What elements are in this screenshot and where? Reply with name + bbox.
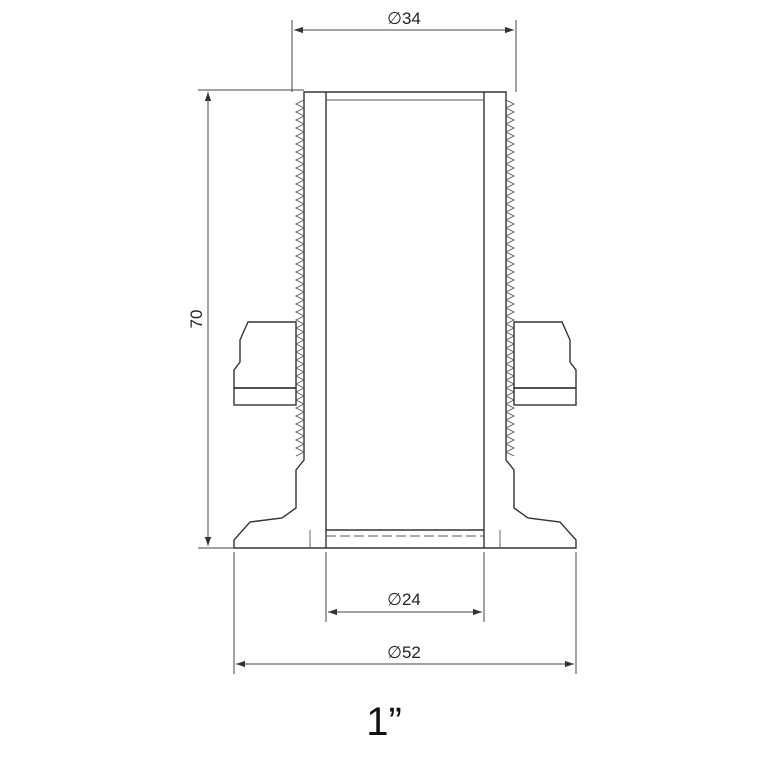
- right-wall-section: [483, 91, 577, 549]
- right-nut-section: [513, 321, 577, 406]
- diameter-symbol: ∅: [387, 9, 402, 28]
- height-value: 70: [187, 310, 206, 329]
- bore-diameter-value: 24: [402, 590, 421, 609]
- dimension-top-diameter: ∅34: [291, 9, 517, 92]
- diameter-symbol: ∅: [387, 643, 402, 662]
- svg-text:∅34: ∅34: [387, 9, 421, 28]
- size-label: 1”: [366, 700, 402, 744]
- svg-text:∅24: ∅24: [387, 590, 421, 609]
- flange-diameter-value: 52: [402, 643, 421, 662]
- dimension-height: 70: [187, 89, 304, 549]
- left-wall-section: [233, 91, 327, 549]
- svg-text:∅52: ∅52: [387, 643, 421, 662]
- top-diameter-value: 34: [402, 9, 421, 28]
- dimension-flange-diameter: ∅52: [233, 552, 577, 674]
- dimension-bore-diameter: ∅24: [325, 552, 485, 622]
- diameter-symbol: ∅: [387, 590, 402, 609]
- bore: [309, 91, 501, 549]
- left-nut-section: [233, 321, 297, 406]
- thread-teeth: [294, 99, 516, 457]
